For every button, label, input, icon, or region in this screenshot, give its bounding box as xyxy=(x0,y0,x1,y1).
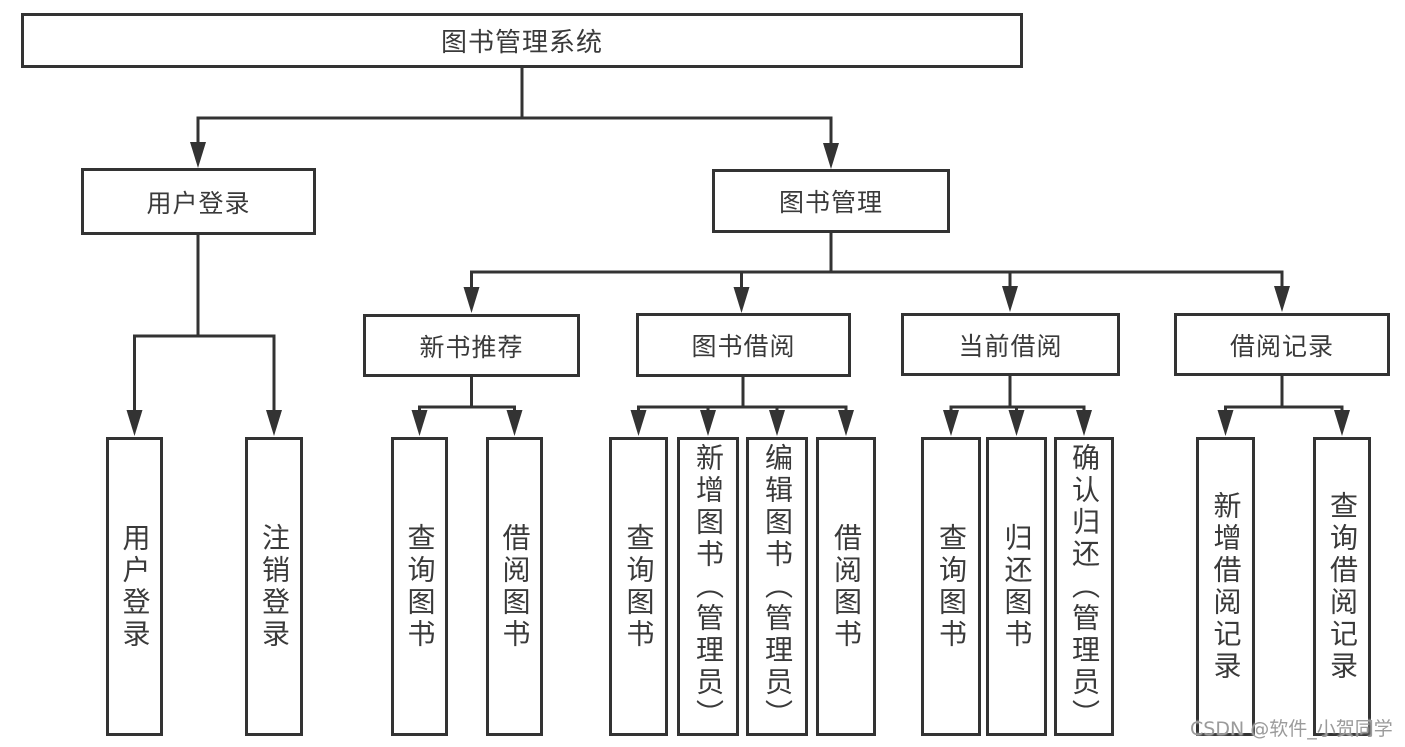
edge-bookmgmt-to-level3 xyxy=(470,231,1284,292)
node-leaf-currentborrow-confirm: 确认归还（管理员） xyxy=(1054,437,1114,736)
node-borrow-records-label: 借阅记录 xyxy=(1229,331,1334,361)
node-leaf-bookborrow-edit-label: 编辑图书（管理员） xyxy=(761,442,794,731)
node-root-label: 图书管理系统 xyxy=(440,28,603,58)
edge-bookborrow-to-leaves xyxy=(637,375,848,415)
node-book-mgmt-label: 图书管理 xyxy=(778,188,883,217)
node-leaf-logout: 注销登录 xyxy=(245,437,303,736)
node-leaf-bookborrow-add-label: 新增图书（管理员） xyxy=(692,442,725,731)
node-leaf-currentborrow-return-label: 归还图书 xyxy=(1000,522,1034,651)
node-leaf-newbooks-borrow: 借阅图书 xyxy=(486,437,543,736)
node-leaf-user-login-label: 用户登录 xyxy=(118,522,152,651)
node-leaf-bookborrow-add: 新增图书（管理员） xyxy=(677,437,739,736)
edge-userlogin-to-leaves xyxy=(133,233,276,415)
node-leaf-user-login: 用户登录 xyxy=(106,437,163,736)
node-leaf-currentborrow-return: 归还图书 xyxy=(986,437,1047,736)
node-leaf-bookborrow-edit: 编辑图书（管理员） xyxy=(746,437,808,736)
edge-borrowrecords-to-leaves xyxy=(1224,374,1344,415)
node-leaf-logout-label: 注销登录 xyxy=(258,522,291,651)
node-leaf-newbooks-query-label: 查询图书 xyxy=(403,522,437,651)
node-leaf-bookborrow-query-label: 查询图书 xyxy=(622,522,656,651)
node-book-borrow-label: 图书借阅 xyxy=(691,332,796,361)
edge-currentborrow-to-leaves xyxy=(949,374,1086,415)
node-leaf-currentborrow-query: 查询图书 xyxy=(921,437,981,736)
edge-root-to-level2 xyxy=(196,66,833,147)
node-user-login: 用户登录 xyxy=(81,168,316,235)
node-leaf-records-query-label: 查询借阅记录 xyxy=(1326,490,1359,683)
node-borrow-records: 借阅记录 xyxy=(1174,313,1390,376)
node-new-books: 新书推荐 xyxy=(363,314,580,377)
node-new-books-label: 新书推荐 xyxy=(419,332,524,362)
node-current-borrow-label: 当前借阅 xyxy=(958,331,1063,361)
node-user-login-label: 用户登录 xyxy=(146,188,251,218)
node-leaf-records-add-label: 新增借阅记录 xyxy=(1209,490,1243,683)
arrowheads xyxy=(126,142,1350,436)
node-leaf-bookborrow-query: 查询图书 xyxy=(609,437,668,736)
node-leaf-newbooks-query: 查询图书 xyxy=(391,437,448,736)
node-leaf-currentborrow-query-label: 查询图书 xyxy=(935,522,968,651)
node-leaf-bookborrow-borrow: 借阅图书 xyxy=(816,437,876,736)
edge-newbooks-to-leaves xyxy=(418,375,516,415)
node-book-borrow: 图书借阅 xyxy=(636,313,851,377)
node-leaf-newbooks-borrow-label: 借阅图书 xyxy=(498,522,532,651)
node-leaf-currentborrow-confirm-label: 确认归还（管理员） xyxy=(1068,442,1101,731)
node-current-borrow: 当前借阅 xyxy=(901,313,1120,376)
node-leaf-records-query: 查询借阅记录 xyxy=(1313,437,1371,736)
node-book-mgmt: 图书管理 xyxy=(712,169,950,233)
node-root: 图书管理系统 xyxy=(21,13,1023,68)
watermark: CSDN @软件_小贺同学 xyxy=(1190,718,1393,740)
node-leaf-bookborrow-borrow-label: 借阅图书 xyxy=(830,522,863,651)
node-leaf-records-add: 新增借阅记录 xyxy=(1196,437,1255,736)
